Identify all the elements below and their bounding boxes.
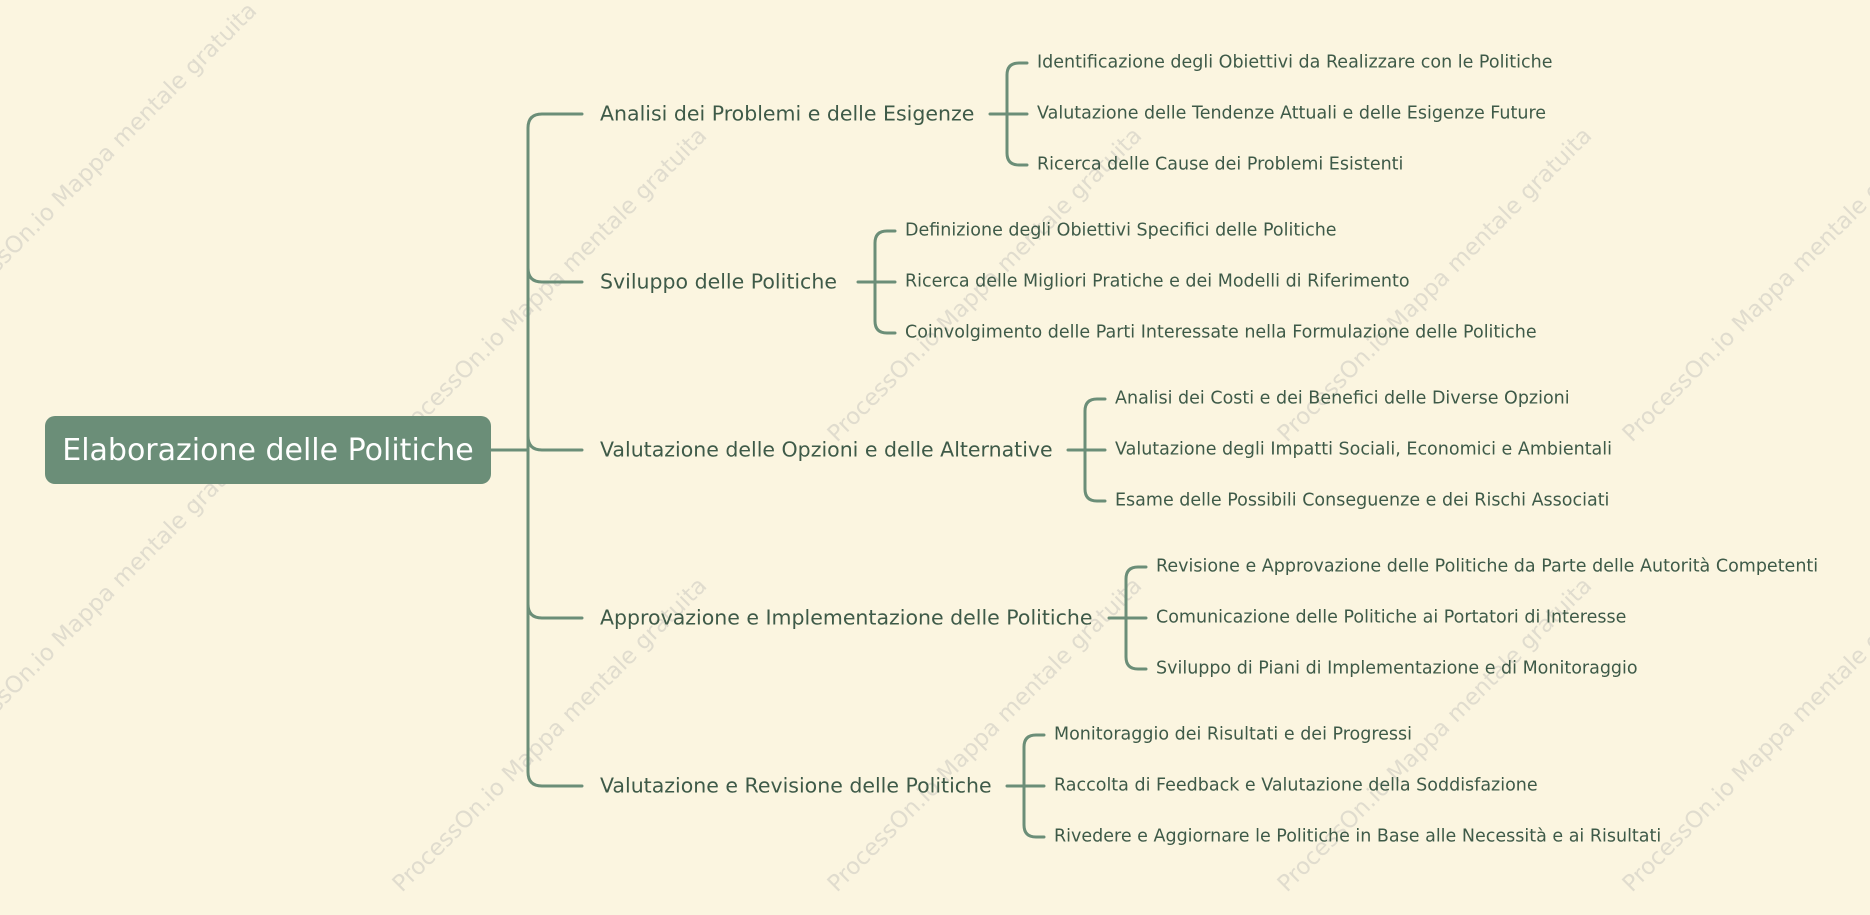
branch-node-4[interactable]: Approvazione e Implementazione delle Pol… xyxy=(600,605,1093,630)
child-bracket-1 xyxy=(1005,61,1029,167)
branch-node-1[interactable]: Analisi dei Problemi e delle Esigenze xyxy=(600,101,975,126)
leaf-node-4-2[interactable]: Comunicazione delle Politiche ai Portato… xyxy=(1156,607,1627,628)
leaf-node-2-2[interactable]: Ricerca delle Migliori Pratiche e dei Mo… xyxy=(905,271,1410,292)
branch-connector-2 xyxy=(526,266,584,284)
leaf-node-1-3[interactable]: Ricerca delle Cause dei Problemi Esisten… xyxy=(1037,154,1404,175)
leaf-node-2-1[interactable]: Definizione degli Obiettivi Specifici de… xyxy=(905,220,1337,241)
leaf-node-5-3[interactable]: Rivedere e Aggiornare le Politiche in Ba… xyxy=(1054,826,1662,847)
branch-node-3[interactable]: Valutazione delle Opzioni e delle Altern… xyxy=(600,437,1053,462)
root-label: Elaborazione delle Politiche xyxy=(62,432,474,468)
child-bracket-4 xyxy=(1124,565,1148,671)
child-bracket-5 xyxy=(1022,733,1046,839)
leaf-node-1-1[interactable]: Identificazione degli Obiettivi da Reali… xyxy=(1037,52,1553,73)
leaf-node-3-1[interactable]: Analisi dei Costi e dei Benefici delle D… xyxy=(1115,388,1570,409)
branch-connector-4 xyxy=(526,602,584,620)
child-bracket-2 xyxy=(873,229,897,335)
child-bracket-3 xyxy=(1083,397,1107,503)
leaf-node-5-1[interactable]: Monitoraggio dei Risultati e dei Progres… xyxy=(1054,724,1413,745)
leaf-node-4-3[interactable]: Sviluppo di Piani di Implementazione e d… xyxy=(1156,658,1638,679)
root-node[interactable]: Elaborazione delle Politiche xyxy=(45,416,491,484)
leaf-node-3-2[interactable]: Valutazione degli Impatti Sociali, Econo… xyxy=(1115,439,1613,460)
leaf-node-1-2[interactable]: Valutazione delle Tendenze Attuali e del… xyxy=(1037,103,1547,124)
branch-connector-3 xyxy=(526,434,584,452)
leaf-node-4-1[interactable]: Revisione e Approvazione delle Politiche… xyxy=(1156,556,1819,577)
branch-node-2[interactable]: Sviluppo delle Politiche xyxy=(600,269,837,294)
branch-node-5[interactable]: Valutazione e Revisione delle Politiche xyxy=(600,773,992,798)
leaf-node-5-2[interactable]: Raccolta di Feedback e Valutazione della… xyxy=(1054,775,1538,796)
leaf-node-3-3[interactable]: Esame delle Possibili Conseguenze e dei … xyxy=(1115,490,1610,511)
leaf-node-2-3[interactable]: Coinvolgimento delle Parti Interessate n… xyxy=(905,322,1537,343)
main-trunk xyxy=(526,112,584,788)
